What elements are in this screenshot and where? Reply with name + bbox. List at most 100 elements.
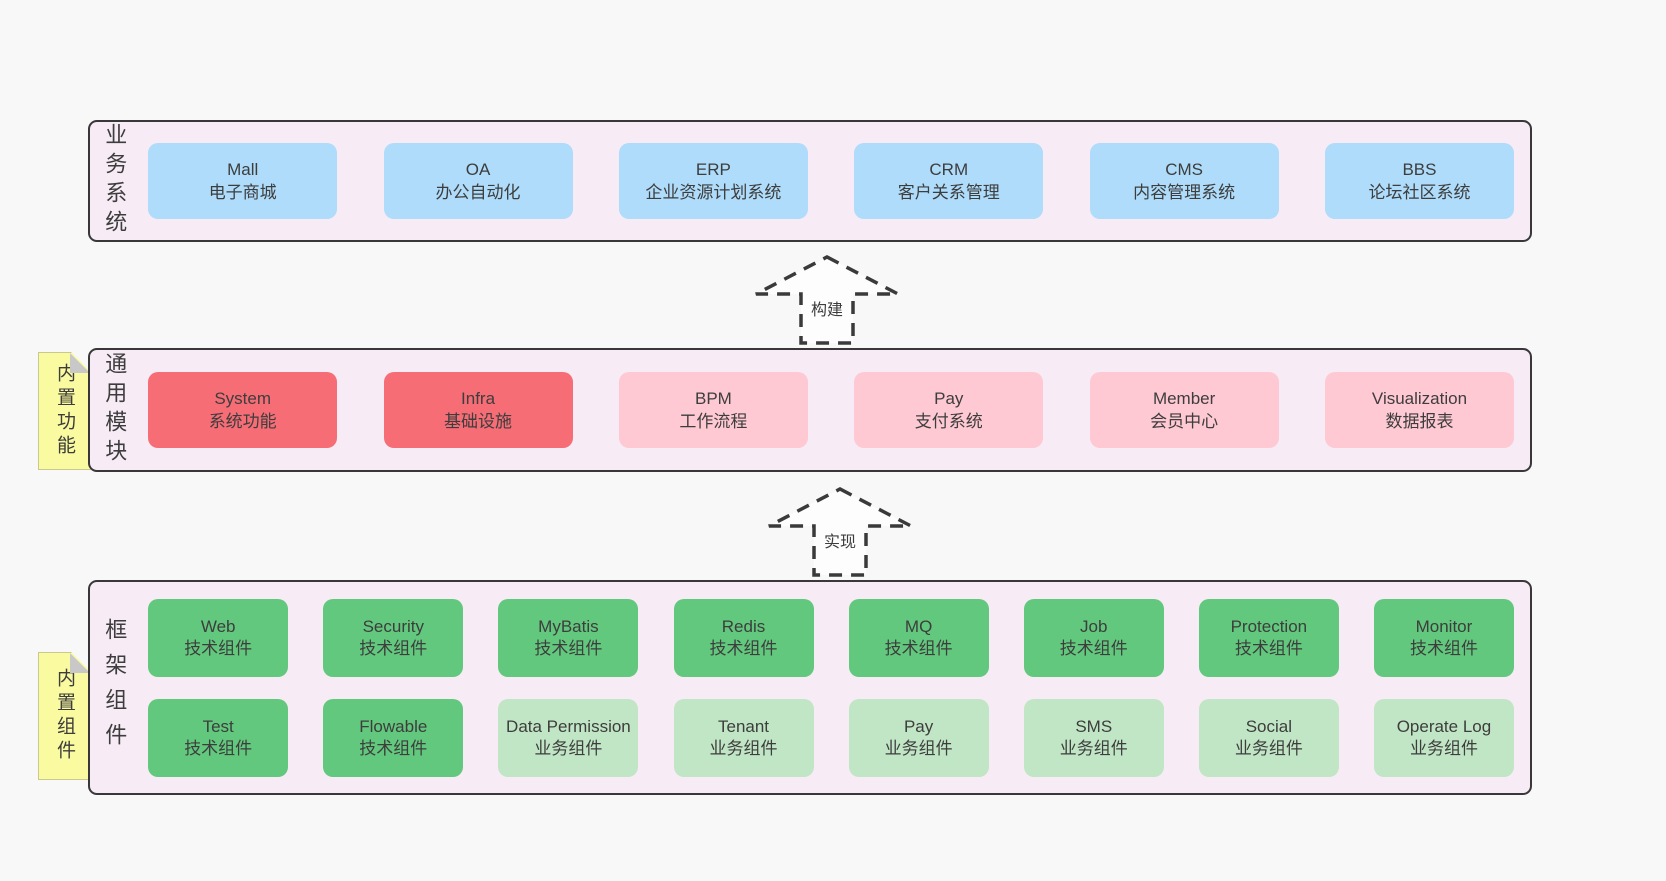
box-infra: Infra 基础设施 bbox=[383, 372, 573, 448]
box-subtitle: 客户关系管理 bbox=[897, 183, 1000, 202]
box-subtitle: 技术组件 bbox=[1409, 638, 1478, 658]
box-title: System bbox=[214, 388, 272, 408]
box-title: SMS bbox=[1075, 716, 1113, 736]
box-title: OA bbox=[465, 159, 491, 179]
box-title: Social bbox=[1245, 716, 1292, 736]
box-title: CRM bbox=[929, 159, 969, 179]
box-title: MyBatis bbox=[538, 616, 599, 636]
arrow-label: 实现 bbox=[820, 528, 860, 552]
box-subtitle: 支付系统 bbox=[914, 412, 983, 431]
section-label: 业务系统 bbox=[102, 123, 128, 239]
box-title: Redis bbox=[721, 616, 766, 636]
section-business-systems: 业务系统 Mall 电子商城 OA 办公自动化 ERP 企业资源计划系统 CRM… bbox=[88, 120, 1532, 242]
sticky-note-label: 内置组件 bbox=[54, 668, 75, 764]
box-subtitle: 系统功能 bbox=[208, 412, 277, 431]
box-title: Job bbox=[1080, 616, 1108, 636]
box-title: Visualization bbox=[1371, 388, 1468, 408]
arrow-implement: 实现 bbox=[765, 486, 915, 578]
box-subtitle: 业务组件 bbox=[1059, 738, 1128, 758]
box-subtitle: 业务组件 bbox=[709, 738, 778, 758]
box-subtitle: 技术组件 bbox=[1059, 638, 1128, 658]
box-subtitle: 业务组件 bbox=[534, 738, 603, 758]
box-title: Security bbox=[362, 616, 424, 636]
arrow-label: 构建 bbox=[807, 296, 847, 320]
box-mq: MQ 技术组件 bbox=[848, 598, 989, 677]
box-title: Test bbox=[202, 716, 234, 736]
box-subtitle: 技术组件 bbox=[1234, 638, 1303, 658]
section-framework-components: 框架组件 Web 技术组件 Security 技术组件 MyBatis 技术组件… bbox=[88, 580, 1532, 795]
box-subtitle: 基础设施 bbox=[444, 412, 513, 431]
box-monitor: Monitor 技术组件 bbox=[1373, 598, 1514, 677]
box-subtitle: 业务组件 bbox=[1234, 738, 1303, 758]
box-title: Pay bbox=[903, 716, 934, 736]
box-subtitle: 数据报表 bbox=[1385, 412, 1454, 431]
box-title: Operate Log bbox=[1396, 716, 1492, 736]
box-subtitle: 企业资源计划系统 bbox=[645, 183, 782, 202]
box-erp: ERP 企业资源计划系统 bbox=[618, 143, 808, 219]
box-flowable: Flowable 技术组件 bbox=[323, 698, 464, 777]
section-common-modules: 通用模块 System 系统功能 Infra 基础设施 BPM 工作流程 Pay… bbox=[88, 348, 1532, 472]
section-label: 框架组件 bbox=[102, 617, 128, 758]
box-title: Data Permission bbox=[506, 716, 631, 736]
box-title: BBS bbox=[1402, 159, 1437, 179]
box-subtitle: 技术组件 bbox=[359, 638, 428, 658]
box-subtitle: 技术组件 bbox=[359, 738, 428, 758]
arrow-build: 构建 bbox=[752, 254, 902, 346]
box-data-permission: Data Permission 业务组件 bbox=[498, 698, 639, 777]
box-subtitle: 论坛社区系统 bbox=[1368, 183, 1471, 202]
component-row-2: Test 技术组件 Flowable 技术组件 Data Permission … bbox=[148, 698, 1514, 777]
box-title: CMS bbox=[1165, 159, 1204, 179]
box-subtitle: 业务组件 bbox=[1409, 738, 1478, 758]
sticky-note-builtin-components: 内置组件 bbox=[38, 652, 91, 780]
box-title: Mall bbox=[227, 159, 259, 179]
box-sms: SMS 业务组件 bbox=[1023, 698, 1164, 777]
section-label: 通用模块 bbox=[102, 352, 128, 468]
box-subtitle: 技术组件 bbox=[184, 638, 253, 658]
box-title: Protection bbox=[1230, 616, 1308, 636]
box-subtitle: 电子商城 bbox=[208, 183, 277, 202]
box-mall: Mall 电子商城 bbox=[148, 143, 338, 219]
component-rows: Web 技术组件 Security 技术组件 MyBatis 技术组件 Redi… bbox=[148, 598, 1514, 777]
box-subtitle: 会员中心 bbox=[1150, 412, 1219, 431]
box-title: Monitor bbox=[1415, 616, 1473, 636]
box-protection: Protection 技术组件 bbox=[1198, 598, 1339, 677]
box-system: System 系统功能 bbox=[148, 372, 338, 448]
box-subtitle: 业务组件 bbox=[884, 738, 953, 758]
box-mybatis: MyBatis 技术组件 bbox=[498, 598, 639, 677]
box-title: Web bbox=[200, 616, 236, 636]
box-security: Security 技术组件 bbox=[323, 598, 464, 677]
box-subtitle: 技术组件 bbox=[709, 638, 778, 658]
sticky-note-label: 内置功能 bbox=[54, 363, 75, 459]
box-subtitle: 技术组件 bbox=[184, 738, 253, 758]
box-crm: CRM 客户关系管理 bbox=[854, 143, 1044, 219]
box-title: Pay bbox=[934, 388, 964, 408]
box-title: ERP bbox=[695, 159, 731, 179]
business-boxes: Mall 电子商城 OA 办公自动化 ERP 企业资源计划系统 CRM 客户关系… bbox=[148, 143, 1514, 219]
box-social: Social 业务组件 bbox=[1198, 698, 1339, 777]
box-title: Tenant bbox=[717, 716, 770, 736]
box-operate-log: Operate Log 业务组件 bbox=[1373, 698, 1514, 777]
box-web: Web 技术组件 bbox=[148, 598, 289, 677]
box-title: Infra bbox=[461, 388, 496, 408]
sticky-note-builtin-features: 内置功能 bbox=[38, 352, 91, 470]
box-visualization: Visualization 数据报表 bbox=[1324, 372, 1514, 448]
box-bbs: BBS 论坛社区系统 bbox=[1324, 143, 1514, 219]
box-title: Flowable bbox=[359, 716, 428, 736]
box-subtitle: 办公自动化 bbox=[435, 183, 521, 202]
box-pay-component: Pay 业务组件 bbox=[848, 698, 989, 777]
box-subtitle: 内容管理系统 bbox=[1133, 183, 1236, 202]
box-title: MQ bbox=[904, 616, 933, 636]
box-test: Test 技术组件 bbox=[148, 698, 289, 777]
box-tenant: Tenant 业务组件 bbox=[673, 698, 814, 777]
box-redis: Redis 技术组件 bbox=[673, 598, 814, 677]
box-subtitle: 技术组件 bbox=[534, 638, 603, 658]
box-subtitle: 技术组件 bbox=[884, 638, 953, 658]
box-subtitle: 工作流程 bbox=[679, 412, 748, 431]
box-oa: OA 办公自动化 bbox=[383, 143, 573, 219]
box-member: Member 会员中心 bbox=[1089, 372, 1279, 448]
box-cms: CMS 内容管理系统 bbox=[1089, 143, 1279, 219]
module-boxes: System 系统功能 Infra 基础设施 BPM 工作流程 Pay 支付系统… bbox=[148, 372, 1514, 448]
box-bpm: BPM 工作流程 bbox=[618, 372, 808, 448]
box-title: BPM bbox=[694, 388, 732, 408]
